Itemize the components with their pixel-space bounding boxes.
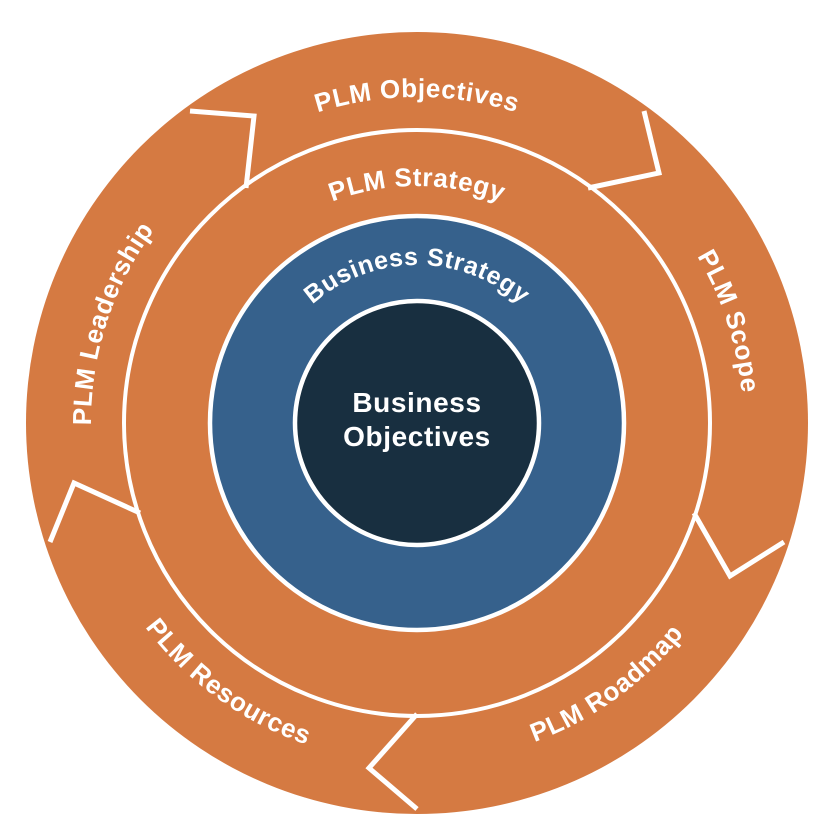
business-objectives-circle: [292, 298, 542, 548]
center-label-line2: Objectives: [343, 421, 491, 452]
chevron-divider-bottom: [365, 712, 419, 811]
chevron-divider-top-left: [189, 108, 257, 189]
chevron-divider-top-right: [587, 110, 663, 191]
center-label-line1: Business: [352, 387, 481, 418]
chevron-divider-right-bottom: [691, 511, 786, 580]
chevron-divider-left: [47, 479, 142, 543]
